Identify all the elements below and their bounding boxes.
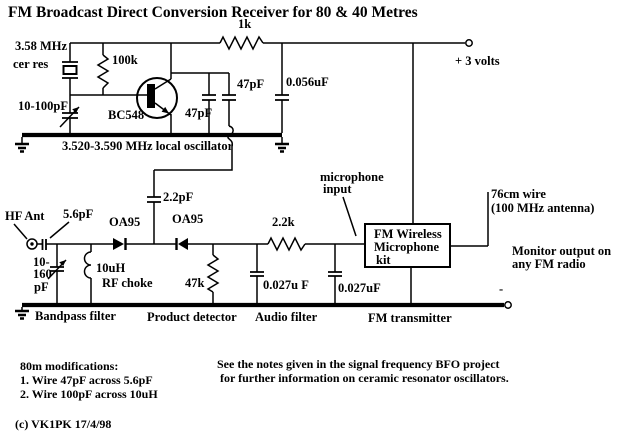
feedback-cap-47pF-1: [202, 73, 216, 133]
tuning-cap-10-160pF: [47, 244, 67, 303]
transistor-bc548: [136, 43, 178, 133]
resistor-1k-label: 1k: [238, 17, 251, 31]
tuning-cap-label-1: 10-: [33, 255, 50, 269]
resistor-1k: [219, 35, 264, 51]
antenna-label: HF Ant: [5, 209, 45, 223]
section-fm-transmitter: FM transmitter: [368, 311, 452, 325]
feedback-cap-47pF-2: [154, 73, 236, 171]
diode-oa95-2: [175, 238, 188, 250]
tuning-cap-label-2: 160: [33, 267, 52, 281]
mic-input-pointer-line: [342, 196, 357, 237]
resonator-freq-label: 3.58 MHz: [15, 39, 68, 53]
resistor-2.2k: [267, 236, 306, 252]
cap-0.027uF-1: [250, 244, 264, 303]
bfo-note-line-1: See the notes given in the signal freque…: [217, 357, 500, 371]
oscillator-caption: 3.520-3.590 MHz local oscillator: [62, 139, 234, 153]
bypass-cap-0.056uF: [275, 43, 289, 133]
bfo-note-line-2: for further information on ceramic reson…: [220, 371, 509, 385]
bypass-cap-label: 0.056uF: [286, 75, 329, 89]
tuning-cap-label-3: pF: [34, 280, 49, 294]
trimmer-cap-label: 10-100pF: [18, 99, 68, 113]
transistor-label: BC548: [108, 108, 144, 122]
mods-item-1: 1. Wire 47pF across 5.6pF: [20, 373, 153, 387]
mic-input-label-2: input: [323, 182, 352, 196]
trimmer-cap-10-100pF: [59, 95, 80, 133]
cap-0.027uF-1-label: 0.027u F: [263, 278, 309, 292]
diode-oa95-1: [113, 238, 127, 250]
choke-name-label: RF choke: [102, 276, 153, 290]
fm-kit-label-3: kit: [376, 253, 391, 267]
antenna-pointer-line: [13, 223, 28, 240]
negative-terminal-label: -: [499, 282, 503, 296]
cap-2.2pF-label: 2.2pF: [163, 190, 194, 204]
ground-symbol-osc-right: [275, 137, 289, 153]
cap-0.027uF-2: [328, 244, 342, 303]
antenna-wire-76cm: [450, 192, 489, 247]
ceramic-resonator: [62, 43, 78, 95]
cap-5.6pF-label: 5.6pF: [63, 207, 94, 221]
ground-symbol-osc-left: [15, 137, 29, 153]
page-title: FM Broadcast Direct Conversion Receiver …: [8, 4, 418, 21]
negative-terminal: [504, 301, 512, 309]
rf-choke-10uH: [83, 244, 92, 303]
mods-item-2: 2. Wire 100pF across 10uH: [20, 387, 158, 401]
positive-terminal: [465, 39, 473, 47]
tx-antenna-label-2: (100 MHz antenna): [491, 201, 594, 215]
positive-terminal-label: + 3 volts: [455, 54, 500, 68]
section-product-detector: Product detector: [147, 310, 237, 324]
resistor-100k-label: 100k: [112, 53, 138, 67]
monitor-label-1: Monitor output on: [512, 244, 611, 258]
resistor-47k: [206, 244, 220, 303]
resistor-100k: [96, 43, 110, 95]
cap-0.027uF-2-label: 0.027uF: [338, 281, 381, 295]
choke-value-label: 10uH: [96, 261, 125, 275]
resonator-type-label: cer res: [13, 57, 48, 71]
fm-kit-box: FM Wireless Microphone kit: [364, 223, 451, 268]
feedback-cap-1-label: 47pF: [185, 106, 212, 120]
diode-2-label: OA95: [172, 212, 203, 226]
ground-symbol-bottom-left: [15, 307, 29, 320]
cap-2.2pF: [147, 170, 161, 244]
cap-5.6pF: [37, 239, 47, 250]
fm-kit-label-2: Microphone: [374, 240, 439, 254]
feedback-cap-2-label: 47pF: [237, 77, 264, 91]
resistor-2.2k-label: 2.2k: [272, 215, 295, 229]
antenna-connector: [26, 238, 38, 250]
cap-5.6pF-pointer-line: [49, 221, 70, 239]
diode-1-label: OA95: [109, 215, 140, 229]
copyright: (c) VK1PK 17/4/98: [15, 417, 111, 431]
monitor-label-2: any FM radio: [512, 257, 586, 271]
tx-antenna-label-1: 76cm wire: [491, 187, 546, 201]
resistor-47k-label: 47k: [185, 276, 205, 290]
mods-title: 80m modifications:: [20, 359, 118, 373]
section-bandpass-filter: Bandpass filter: [35, 309, 116, 323]
section-audio-filter: Audio filter: [255, 310, 318, 324]
fm-kit-label-1: FM Wireless: [374, 227, 442, 241]
mic-input-label-1: microphone: [320, 170, 384, 184]
